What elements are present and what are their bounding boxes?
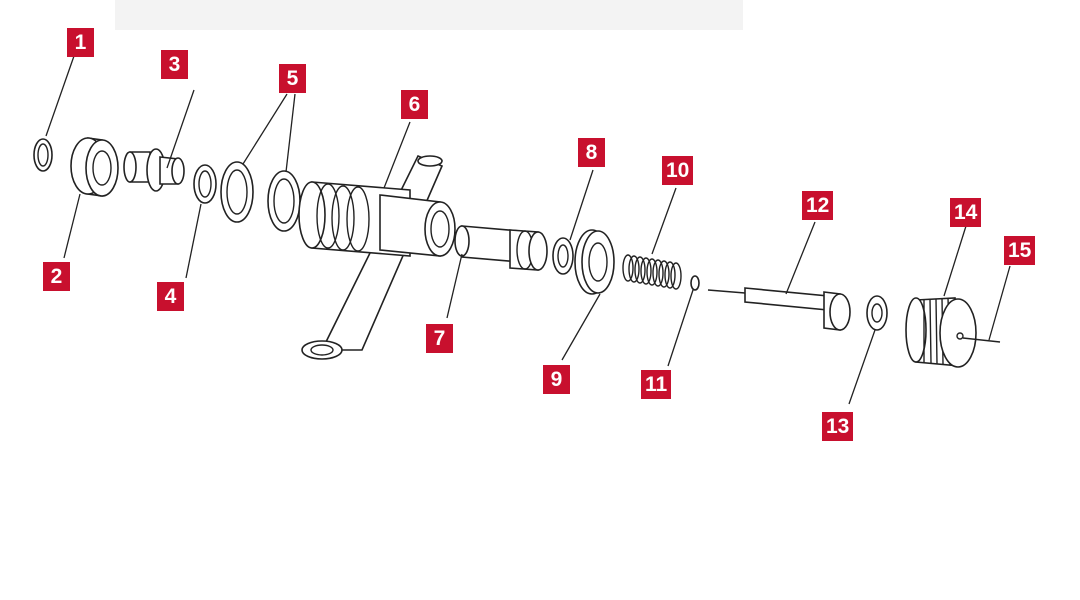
callout-6: 6 (401, 90, 428, 119)
part-4-oring (193, 164, 217, 204)
callout-4: 4 (157, 282, 184, 311)
part-7-piston (454, 225, 548, 271)
part-1-oring (33, 138, 53, 172)
callout-1: 1 (67, 28, 94, 57)
callout-13: 13 (822, 412, 854, 441)
part-3-adapter (123, 148, 185, 192)
part-12-needle-stem (707, 287, 851, 331)
part-13-washer (866, 295, 888, 331)
top-banner-strip (115, 0, 743, 30)
callout-12: 12 (802, 191, 834, 220)
callout-10: 10 (662, 156, 694, 185)
part-9-disc-seal (574, 229, 615, 295)
part-5-orings (220, 161, 301, 232)
part-15-needle (962, 337, 1001, 343)
callout-7: 7 (426, 324, 453, 353)
leader-lines (45, 55, 1011, 405)
callout-14: 14 (950, 198, 982, 227)
callout-3: 3 (161, 50, 188, 79)
callout-15: 15 (1004, 236, 1036, 265)
part-10-spring (622, 254, 682, 290)
part-11-ring (690, 275, 700, 291)
part-2-cap-nut (70, 137, 119, 197)
part-6-valve-body (298, 154, 456, 360)
callout-8: 8 (578, 138, 605, 167)
callout-5: 5 (279, 64, 306, 93)
callout-2: 2 (43, 262, 70, 291)
callout-11: 11 (641, 370, 672, 399)
part-8-washer (552, 237, 574, 275)
part-14-knurled-knob (905, 297, 977, 368)
callout-9: 9 (543, 365, 570, 394)
